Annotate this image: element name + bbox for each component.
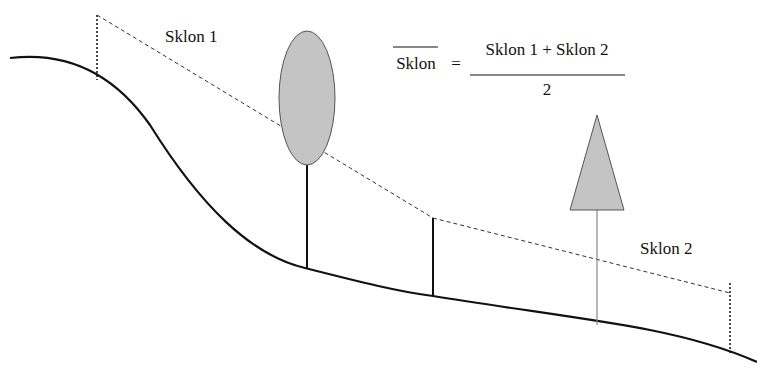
slope-label: Sklon 1 [163, 27, 219, 47]
tree-trunk [306, 160, 308, 268]
formula-numerator: Sklon 1 + Sklon 2 [484, 40, 611, 60]
sight-line [97, 15, 433, 218]
sight-line [433, 218, 730, 293]
formula-denominator: 2 [541, 80, 554, 100]
measure-pole [96, 15, 98, 80]
fraction-bar [470, 75, 625, 76]
formula-sign: = [449, 54, 463, 74]
measure-pole [729, 283, 731, 354]
tree-trunk [596, 210, 597, 325]
mean-overline [393, 47, 438, 48]
terrain-profile [10, 57, 757, 362]
measure-pole [432, 218, 434, 296]
tree-crown [279, 31, 335, 165]
slope-label: Sklon 2 [638, 239, 694, 259]
formula-term: Sklon [394, 54, 438, 74]
tree-crown [570, 115, 624, 210]
